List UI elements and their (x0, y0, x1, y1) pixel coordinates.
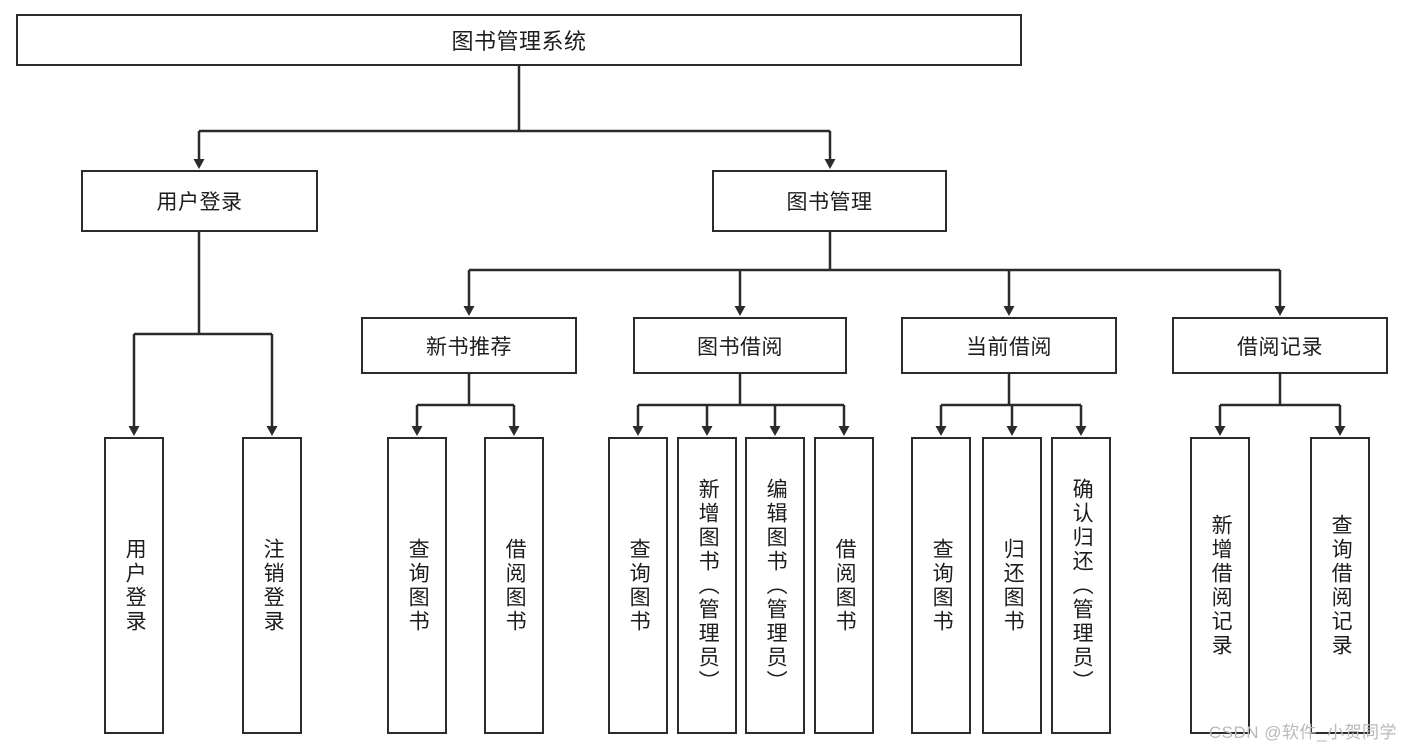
node-label: 用户登录 (156, 191, 243, 214)
node-label: 图书管理系统 (451, 29, 587, 54)
node-current-borrowing[interactable]: 当前借阅 (901, 317, 1117, 374)
node-label: 查询借阅记录 (1329, 513, 1353, 658)
node-user-login[interactable]: 用户登录 (81, 170, 318, 232)
node-root-book-management-system[interactable]: 图书管理系统 (16, 14, 1022, 66)
leaf-logout[interactable]: 注销登录 (242, 437, 302, 734)
leaf-return-book[interactable]: 归还图书 (982, 437, 1042, 734)
node-label: 查询图书 (406, 537, 430, 634)
node-label: 借阅图书 (503, 537, 527, 634)
node-label: 归还图书 (1001, 537, 1025, 634)
node-label: 当前借阅 (966, 335, 1052, 359)
leaf-add-borrow-record[interactable]: 新增借阅记录 (1190, 437, 1250, 734)
node-label: 图书管理 (786, 191, 873, 214)
node-label: 借阅图书 (833, 537, 857, 634)
node-label: 新书推荐 (426, 335, 512, 359)
leaf-user-login[interactable]: 用户登录 (104, 437, 164, 734)
leaf-query-borrow-record[interactable]: 查询借阅记录 (1310, 437, 1370, 734)
node-label: 用户登录 (123, 537, 147, 634)
leaf-add-book-admin[interactable]: 新增图书（管理员） (677, 437, 737, 734)
leaf-query-book-bb[interactable]: 查询图书 (608, 437, 668, 734)
node-label: 新增图书（管理员） (696, 477, 720, 694)
leaf-confirm-return-admin[interactable]: 确认归还（管理员） (1051, 437, 1111, 734)
node-label: 借阅记录 (1237, 335, 1323, 359)
node-borrowing-record[interactable]: 借阅记录 (1172, 317, 1388, 374)
leaf-borrow-book-nbr[interactable]: 借阅图书 (484, 437, 544, 734)
csdn-watermark: CSDN @软件_小贺同学 (1208, 723, 1397, 742)
node-label: 新增借阅记录 (1209, 513, 1233, 658)
node-label: 注销登录 (261, 537, 285, 634)
node-label: 查询图书 (627, 537, 651, 634)
node-label: 图书借阅 (697, 335, 783, 359)
node-label: 编辑图书（管理员） (764, 477, 788, 694)
node-book-borrowing[interactable]: 图书借阅 (633, 317, 847, 374)
leaf-edit-book-admin[interactable]: 编辑图书（管理员） (745, 437, 805, 734)
node-new-book-recommendation[interactable]: 新书推荐 (361, 317, 577, 374)
leaf-borrow-book-bb[interactable]: 借阅图书 (814, 437, 874, 734)
leaf-query-book-cb[interactable]: 查询图书 (911, 437, 971, 734)
leaf-query-book-nbr[interactable]: 查询图书 (387, 437, 447, 734)
node-book-management[interactable]: 图书管理 (712, 170, 947, 232)
node-label: 确认归还（管理员） (1070, 477, 1094, 694)
node-label: 查询图书 (930, 537, 954, 634)
